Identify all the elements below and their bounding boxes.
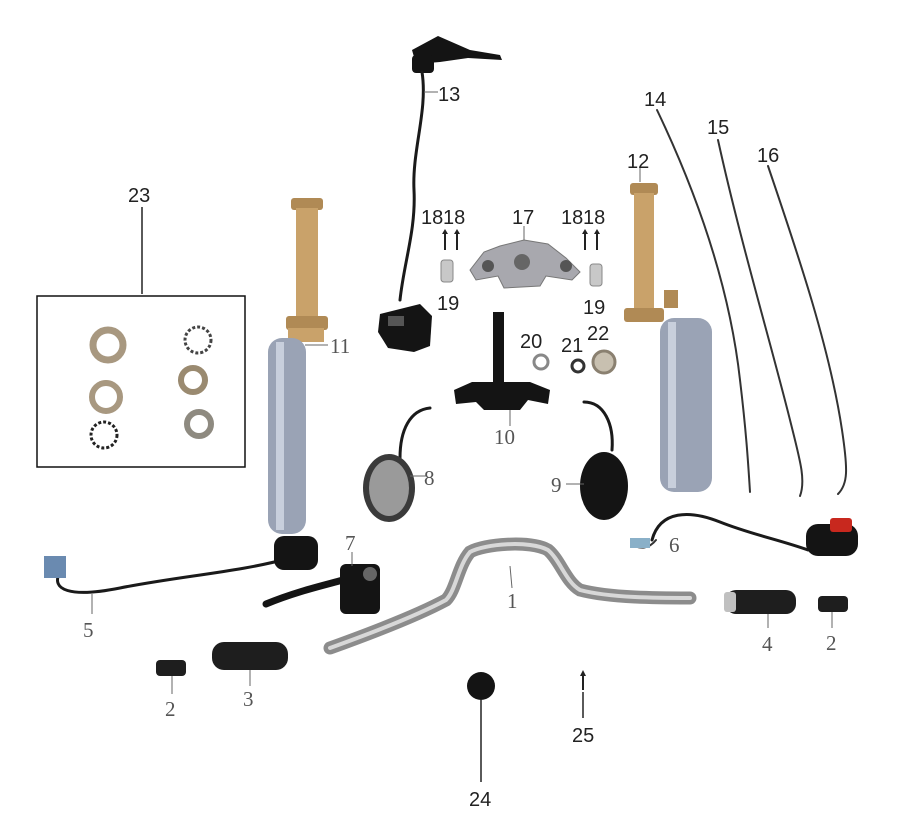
left-switch-harness	[44, 536, 318, 594]
cable-14	[656, 109, 751, 493]
cable-15	[717, 139, 804, 497]
nut-22	[591, 349, 617, 375]
front-brake-assembly	[378, 36, 502, 352]
bar-end-left	[156, 660, 186, 676]
nut-19-left	[440, 259, 454, 283]
mirror-right	[580, 400, 628, 520]
washer-20	[532, 353, 550, 371]
mirror-left	[363, 406, 432, 522]
callout-15: 15	[707, 117, 729, 139]
callout-17: 17	[512, 207, 534, 229]
cap-24	[467, 672, 495, 700]
callout-19-a: 19	[437, 293, 459, 315]
callout-19-b: 19	[583, 297, 605, 319]
callout-10: 10	[494, 425, 515, 449]
grip-right	[724, 590, 796, 614]
callout-2-a: 2	[165, 697, 176, 721]
nut-19-right	[589, 263, 603, 287]
callout-18-b: 18	[443, 207, 465, 229]
callout-22: 22	[587, 323, 609, 345]
callout-18-c: 18	[561, 207, 583, 229]
callout-21: 21	[561, 335, 583, 357]
fork-leg-right	[624, 183, 712, 492]
callout-11: 11	[330, 334, 350, 358]
callout-8: 8	[424, 466, 435, 490]
callout-6: 6	[669, 533, 680, 557]
callout-5: 5	[83, 618, 94, 642]
callout-16: 16	[757, 145, 779, 167]
bolts-18-left	[442, 229, 460, 250]
upper-triple-clamp	[469, 239, 581, 289]
clutch-lever	[262, 564, 380, 614]
bar-end-right	[818, 596, 848, 612]
callout-7: 7	[345, 531, 356, 555]
pin-25	[580, 670, 586, 690]
right-switch-harness	[630, 513, 858, 556]
nut-21	[570, 358, 586, 374]
bearing-kit-box	[36, 207, 246, 468]
callout-2-b: 2	[826, 631, 837, 655]
grip-left	[212, 642, 288, 670]
bolts-18-right	[582, 229, 600, 250]
callout-25: 25	[572, 725, 594, 747]
callout-20: 20	[520, 331, 542, 353]
cable-16	[767, 165, 848, 495]
callout-4: 4	[762, 632, 773, 656]
callout-13: 13	[438, 84, 460, 106]
callout-12: 12	[627, 151, 649, 173]
callout-24: 24	[469, 789, 491, 811]
callout-14: 14	[644, 89, 666, 111]
handlebar	[323, 537, 697, 655]
callout-3: 3	[243, 687, 254, 711]
callout-1: 1	[507, 589, 518, 613]
callout-18-d: 18	[583, 207, 605, 229]
lower-triple-clamp	[454, 312, 550, 410]
callout-23: 23	[128, 185, 150, 207]
callout-9: 9	[551, 473, 562, 497]
fork-leg-left	[268, 198, 328, 534]
callout-18-a: 18	[421, 207, 443, 229]
